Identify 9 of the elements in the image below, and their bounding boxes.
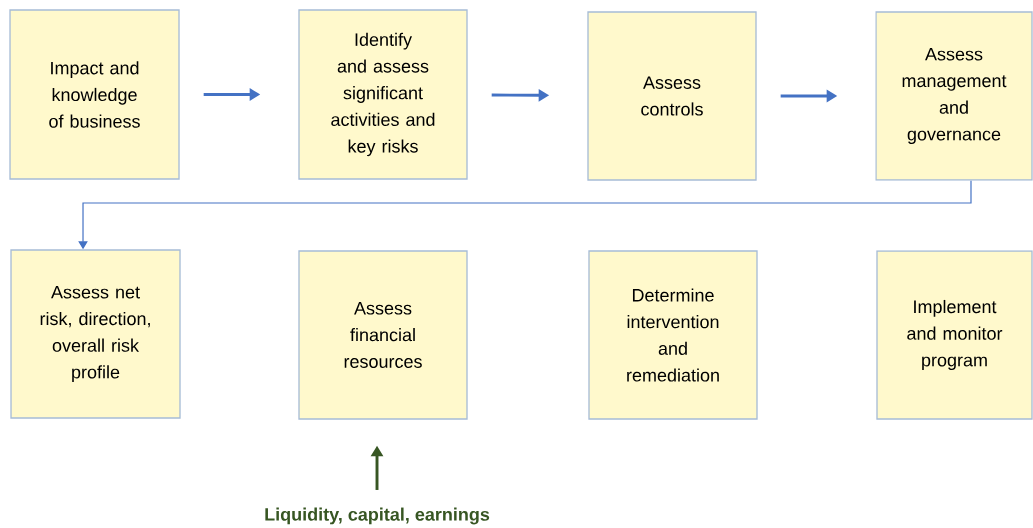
process-box: Assess financial resources [298,250,468,420]
process-box: Implement and monitor program [876,250,1033,420]
process-box: Impact and knowledge of business [9,9,180,180]
process-box: Assess net risk, direction, overall risk profile [10,249,181,419]
input-label: Liquidity, capital, earnings [265,507,490,525]
process-box: Identify and assess significant activities and key risks [298,9,468,180]
process-box: Determine intervention and remediation [588,250,758,420]
process-box: Assess management and governance [875,11,1033,181]
process-box: Assess controls [587,11,757,181]
